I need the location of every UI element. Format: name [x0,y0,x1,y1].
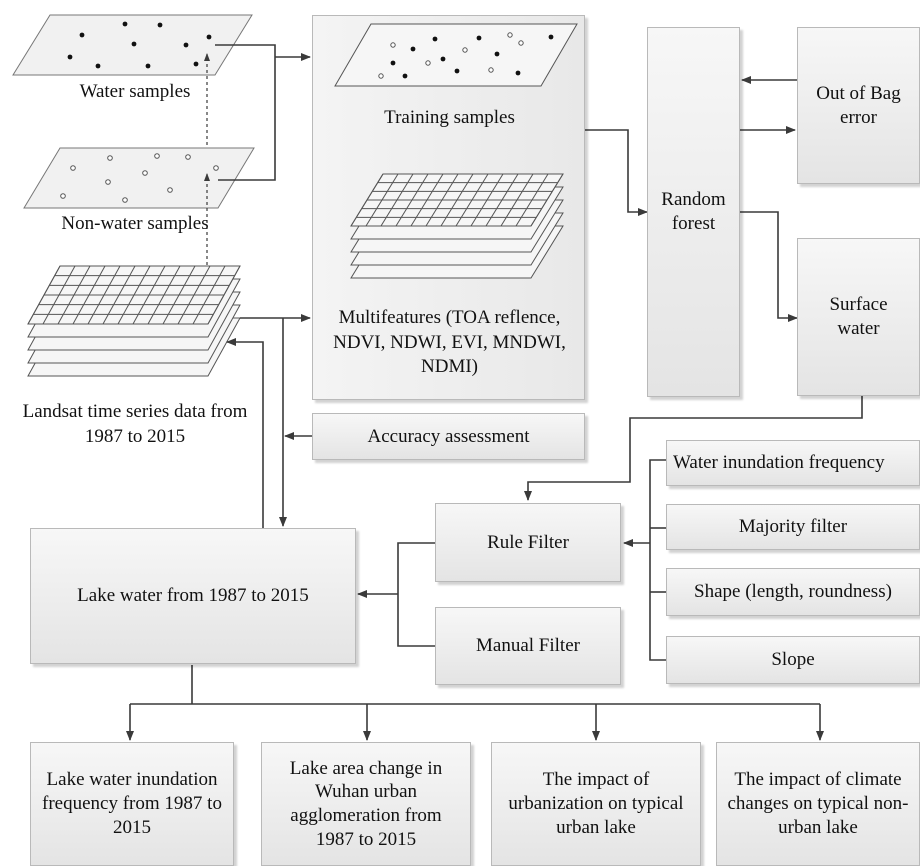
surface-water-label: Surface water [829,294,888,339]
surface-water-box: Surface water [797,238,920,396]
rule-filter-box: Rule Filter [435,503,621,582]
manual-filter-box: Manual Filter [435,607,621,685]
output-box-urbanization-impact: The impact of urbanization on typical ur… [491,742,701,866]
output-label: The impact of urbanization on typical ur… [508,769,684,838]
rule-label: Slope [771,649,815,671]
random-forest-label: Random forest [661,189,726,234]
out-of-bag-error-label: Out of Bag error [816,82,901,128]
output-label: Lake area change in Wuhan urban agglomer… [289,757,443,850]
out-of-bag-error-box: Out of Bag error [797,27,920,184]
accuracy-assessment-label: Accuracy assessment [367,425,530,447]
output-box-lake-area-change: Lake area change in Wuhan urban agglomer… [261,742,471,866]
rule-majority-filter: Majority filter [666,504,920,550]
manual-filter-label: Manual Filter [476,635,580,657]
accuracy-assessment-box: Accuracy assessment [312,413,585,460]
lake-water-box: Lake water from 1987 to 2015 [30,528,356,664]
output-box-inundation-frequency: Lake water inundation frequency from 198… [30,742,234,866]
random-forest-box: Random forest [647,27,740,397]
lake-water-label: Lake water from 1987 to 2015 [77,585,309,607]
water-samples-label: Water samples [79,81,191,102]
training-visuals [334,23,578,279]
non-water-samples-label: Non-water samples [61,213,209,234]
rule-label: Majority filter [738,516,848,538]
training-features-box: Training samples Multifeatures (TOA refl… [312,15,585,400]
rule-filter-label: Rule Filter [487,531,569,553]
training-samples-label: Training samples [384,107,515,128]
connector-lines [126,44,863,741]
multifeatures-label: Multifeatures (TOA reflence, NDVI, NDWI,… [333,307,566,378]
landsat-raster-stack [27,265,241,377]
non-water-samples-panel [23,147,255,209]
landsat-data-label: Landsat time series data from 1987 to 20… [22,401,248,447]
rule-water-inundation-frequency: Water inundation frequency [666,440,920,486]
rule-label: Shape (length, roundness) [694,581,892,603]
output-label: Lake water inundation frequency from 198… [42,769,222,838]
output-box-climate-impact: The impact of climate changes on typical… [716,742,920,866]
output-label: The impact of climate changes on typical… [727,769,909,838]
rule-label: Water inundation frequency [673,452,885,474]
rule-slope: Slope [666,636,920,684]
water-samples-panel [12,14,253,76]
rule-shape: Shape (length, roundness) [666,568,920,616]
